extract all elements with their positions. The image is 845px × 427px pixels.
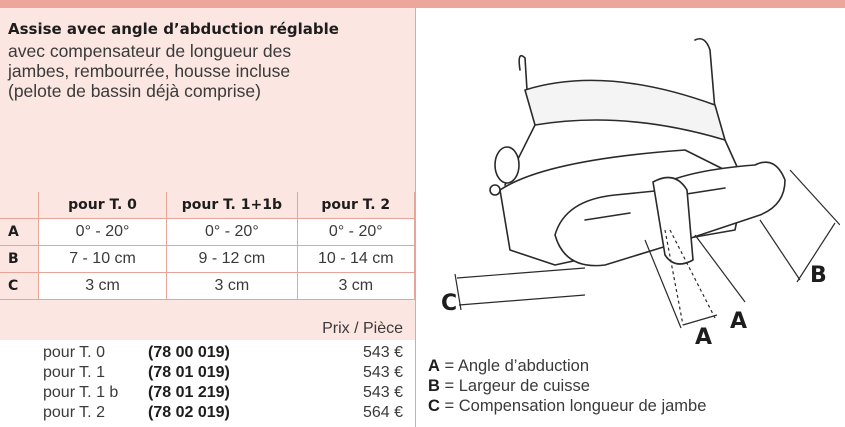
specs-cell: 0° - 20°: [37, 218, 168, 246]
specs-cell: 7 - 10 cm: [37, 245, 168, 273]
label-b: B: [810, 263, 827, 288]
label-a-1: A: [695, 325, 712, 350]
specs-row-label: A: [0, 218, 39, 246]
description-line: (pelote de bassin déjà comprise): [8, 81, 261, 101]
price-amount: 543 €: [362, 344, 403, 361]
price-amount: 543 €: [362, 384, 403, 401]
legend-key: A: [428, 357, 440, 375]
legend-key: C: [428, 397, 440, 415]
specs-row-label: C: [0, 272, 39, 300]
price-amount: 564 €: [362, 404, 403, 421]
diagram-legend: A = Angle d’abduction B = Largeur de cui…: [428, 357, 706, 417]
specs-row: A 0° - 20° 0° - 20° 0° - 20°: [0, 218, 416, 246]
product-panel: Assise avec angle d’abduction réglable a…: [0, 8, 416, 427]
specs-header-row: pour T. 0 pour T. 1+1b pour T. 2: [0, 192, 416, 219]
specs-corner-cell: [0, 192, 39, 219]
price-row: pour T. 1 b (78 01 219) 543 €: [0, 384, 415, 404]
top-accent-band: [0, 0, 845, 8]
specs-row-label: B: [0, 245, 39, 273]
price-amount: 543 €: [362, 364, 403, 381]
price-row: pour T. 2 (78 02 019) 564 €: [0, 404, 415, 424]
legend-text: = Largeur de cuisse: [439, 377, 590, 395]
specs-cell: 3 cm: [296, 272, 416, 300]
specs-header: pour T. 2: [296, 192, 416, 219]
seat-diagram: C A A B: [441, 37, 840, 350]
specs-row: C 3 cm 3 cm 3 cm: [0, 272, 416, 300]
product-title: Assise avec angle d’abduction réglable: [8, 20, 339, 38]
price-ref: (78 01 219): [148, 384, 230, 401]
backrest-cushion: [524, 79, 726, 141]
description-line: avec compensateur de longueur des: [8, 41, 292, 61]
legend-item: A = Angle d’abduction: [428, 357, 706, 377]
price-header: Prix / Pièce: [0, 314, 415, 344]
price-row: pour T. 1 (78 01 019) 543 €: [0, 364, 415, 384]
price-size: pour T. 1 b: [43, 384, 119, 401]
specs-cell: 0° - 20°: [166, 218, 298, 246]
dimension-b: [759, 169, 840, 283]
price-ref: (78 01 019): [148, 364, 230, 381]
label-c: C: [441, 291, 457, 316]
backrest-left-post: [518, 54, 528, 91]
specs-cell: 0° - 20°: [296, 218, 416, 246]
price-size: pour T. 2: [43, 404, 105, 421]
legend-key: B: [428, 377, 440, 395]
specs-row: B 7 - 10 cm 9 - 12 cm 10 - 14 cm: [0, 245, 416, 273]
legend-item: C = Compensation longueur de jambe: [428, 397, 706, 417]
price-ref: (78 00 019): [148, 344, 230, 361]
description-line: jambes, rembourrée, housse incluse: [8, 61, 291, 81]
dimension-a: [644, 229, 746, 329]
price-list: pour T. 0 (78 00 019) 543 € pour T. 1 (7…: [0, 340, 415, 427]
legend-item: B = Largeur de cuisse: [428, 377, 706, 397]
center-pommel: [652, 176, 694, 265]
label-a-2: A: [730, 309, 747, 334]
specs-cell: 10 - 14 cm: [296, 245, 416, 273]
specs-table: pour T. 0 pour T. 1+1b pour T. 2 A 0° - …: [0, 192, 416, 300]
backrest-right-post: [694, 37, 716, 111]
price-size: pour T. 0: [43, 344, 105, 361]
price-header-label: Prix / Pièce: [322, 320, 403, 337]
adjust-knob: [489, 184, 501, 196]
specs-cell: 3 cm: [166, 272, 298, 300]
price-ref: (78 02 019): [148, 404, 230, 421]
left-hinge: [494, 146, 520, 184]
specs-header: pour T. 0: [37, 192, 168, 219]
product-description: avec compensateur de longueur des jambes…: [8, 41, 408, 101]
price-row: pour T. 0 (78 00 019) 543 €: [0, 344, 415, 364]
slot: [584, 212, 631, 221]
legend-text: = Compensation longueur de jambe: [439, 397, 707, 415]
specs-cell: 3 cm: [37, 272, 168, 300]
specs-header: pour T. 1+1b: [166, 192, 298, 219]
legend-text: = Angle d’abduction: [439, 357, 590, 375]
dimension-c: [454, 267, 586, 311]
price-size: pour T. 1: [43, 364, 105, 381]
specs-cell: 9 - 12 cm: [166, 245, 298, 273]
